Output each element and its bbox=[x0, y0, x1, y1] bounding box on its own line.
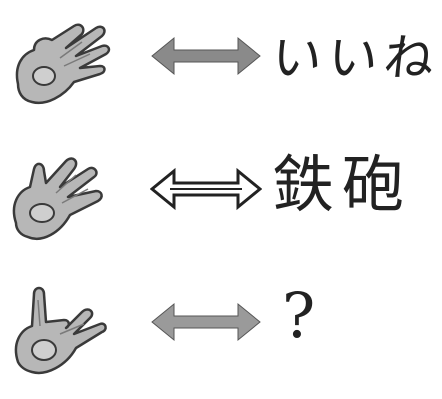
double-headed-arrow-icon bbox=[150, 167, 262, 211]
gun-hand-sign-icon bbox=[12, 157, 103, 240]
double-headed-arrow-icon bbox=[151, 36, 261, 76]
sign-row-1: いいね bbox=[0, 0, 442, 120]
sign-row-3: ? bbox=[0, 266, 442, 386]
double-headed-arrow-icon bbox=[151, 302, 261, 342]
sign-word: ? bbox=[282, 279, 316, 352]
sign-word: 鉄砲 bbox=[272, 148, 413, 221]
horns-hand-sign-icon bbox=[14, 286, 107, 375]
sign-row-2: 鉄砲 bbox=[0, 133, 442, 253]
sign-word: いいね bbox=[268, 29, 442, 87]
open-hand-ok-sign-icon bbox=[15, 23, 111, 105]
